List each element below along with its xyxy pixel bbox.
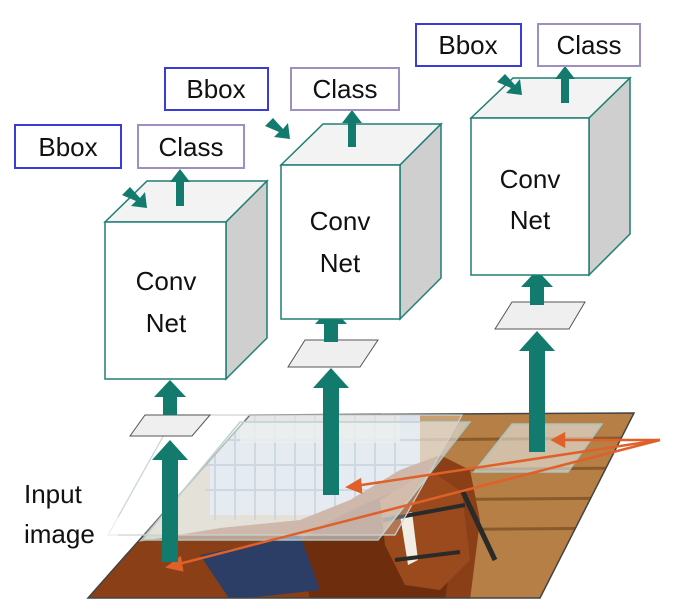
window-middle	[106, 414, 464, 536]
middle-patch	[287, 339, 379, 368]
middle-image-to-patch-head	[313, 368, 349, 388]
left-bbox-output-arrow	[122, 187, 147, 208]
left-cube-front	[104, 221, 227, 380]
input-label-line1: Input	[24, 479, 83, 509]
input-image-label: Input image	[18, 470, 118, 552]
right-net-label-line1: Conv	[500, 164, 561, 194]
right-cube-front	[470, 117, 590, 276]
middle-cube-front	[280, 164, 401, 320]
network-middle: Conv Net Bbox Class	[164, 67, 443, 495]
right-bbox-output-arrow	[497, 74, 522, 95]
right-net-label-line2: Net	[510, 205, 551, 235]
input-label-line2: image	[24, 519, 95, 549]
horse-blaze	[400, 512, 418, 565]
left-image-to-patch-head	[152, 440, 188, 460]
middle-bbox-output-arrow	[265, 118, 290, 139]
left-bbox-box	[14, 124, 122, 169]
pointer-line-left	[174, 438, 661, 567]
right-class-box	[537, 23, 641, 67]
network-right: Conv Net Bbox Class	[415, 23, 641, 452]
pointer-arrowhead-left	[165, 555, 184, 572]
left-patch-to-net-shaft	[163, 395, 177, 415]
middle-bbox-box	[164, 67, 269, 111]
right-class-label: Class	[556, 30, 621, 60]
left-patch-to-net-head	[154, 380, 186, 397]
left-image-to-patch-shaft	[162, 458, 178, 562]
left-net-label-line2: Net	[146, 308, 187, 338]
right-image-to-patch-shaft	[529, 348, 545, 452]
middle-image-to-patch-shaft	[323, 385, 339, 495]
left-net-label-line1: Conv	[136, 266, 197, 296]
pointer-line-middle	[354, 438, 661, 488]
right-bbox-box	[415, 23, 522, 67]
middle-net-label-line2: Net	[320, 248, 361, 278]
network-left: Conv Net Bbox Class	[14, 124, 269, 562]
right-class-output-arrow	[555, 66, 575, 103]
window-regions	[106, 414, 604, 541]
right-bbox-label: Bbox	[438, 30, 497, 60]
right-image-to-patch-head	[519, 331, 555, 351]
left-class-box	[137, 124, 245, 169]
pointer-arrowhead-right	[550, 431, 566, 449]
left-class-label: Class	[158, 132, 223, 162]
left-bbox-label: Bbox	[38, 132, 97, 162]
pointer-arrows	[165, 431, 661, 572]
middle-class-box	[290, 67, 400, 111]
pointer-arrowhead-middle	[345, 477, 363, 494]
left-class-output-arrow	[170, 169, 190, 206]
middle-bbox-label: Bbox	[186, 74, 245, 104]
right-patch-to-net-head	[521, 270, 553, 287]
right-patch-to-net-shaft	[530, 285, 544, 305]
middle-patch-to-net-shaft	[324, 322, 338, 342]
middle-net-label-line1: Conv	[310, 206, 371, 236]
middle-class-label: Class	[312, 74, 377, 104]
middle-class-output-arrow	[342, 110, 362, 147]
left-patch	[129, 414, 212, 437]
right-patch	[494, 301, 586, 330]
